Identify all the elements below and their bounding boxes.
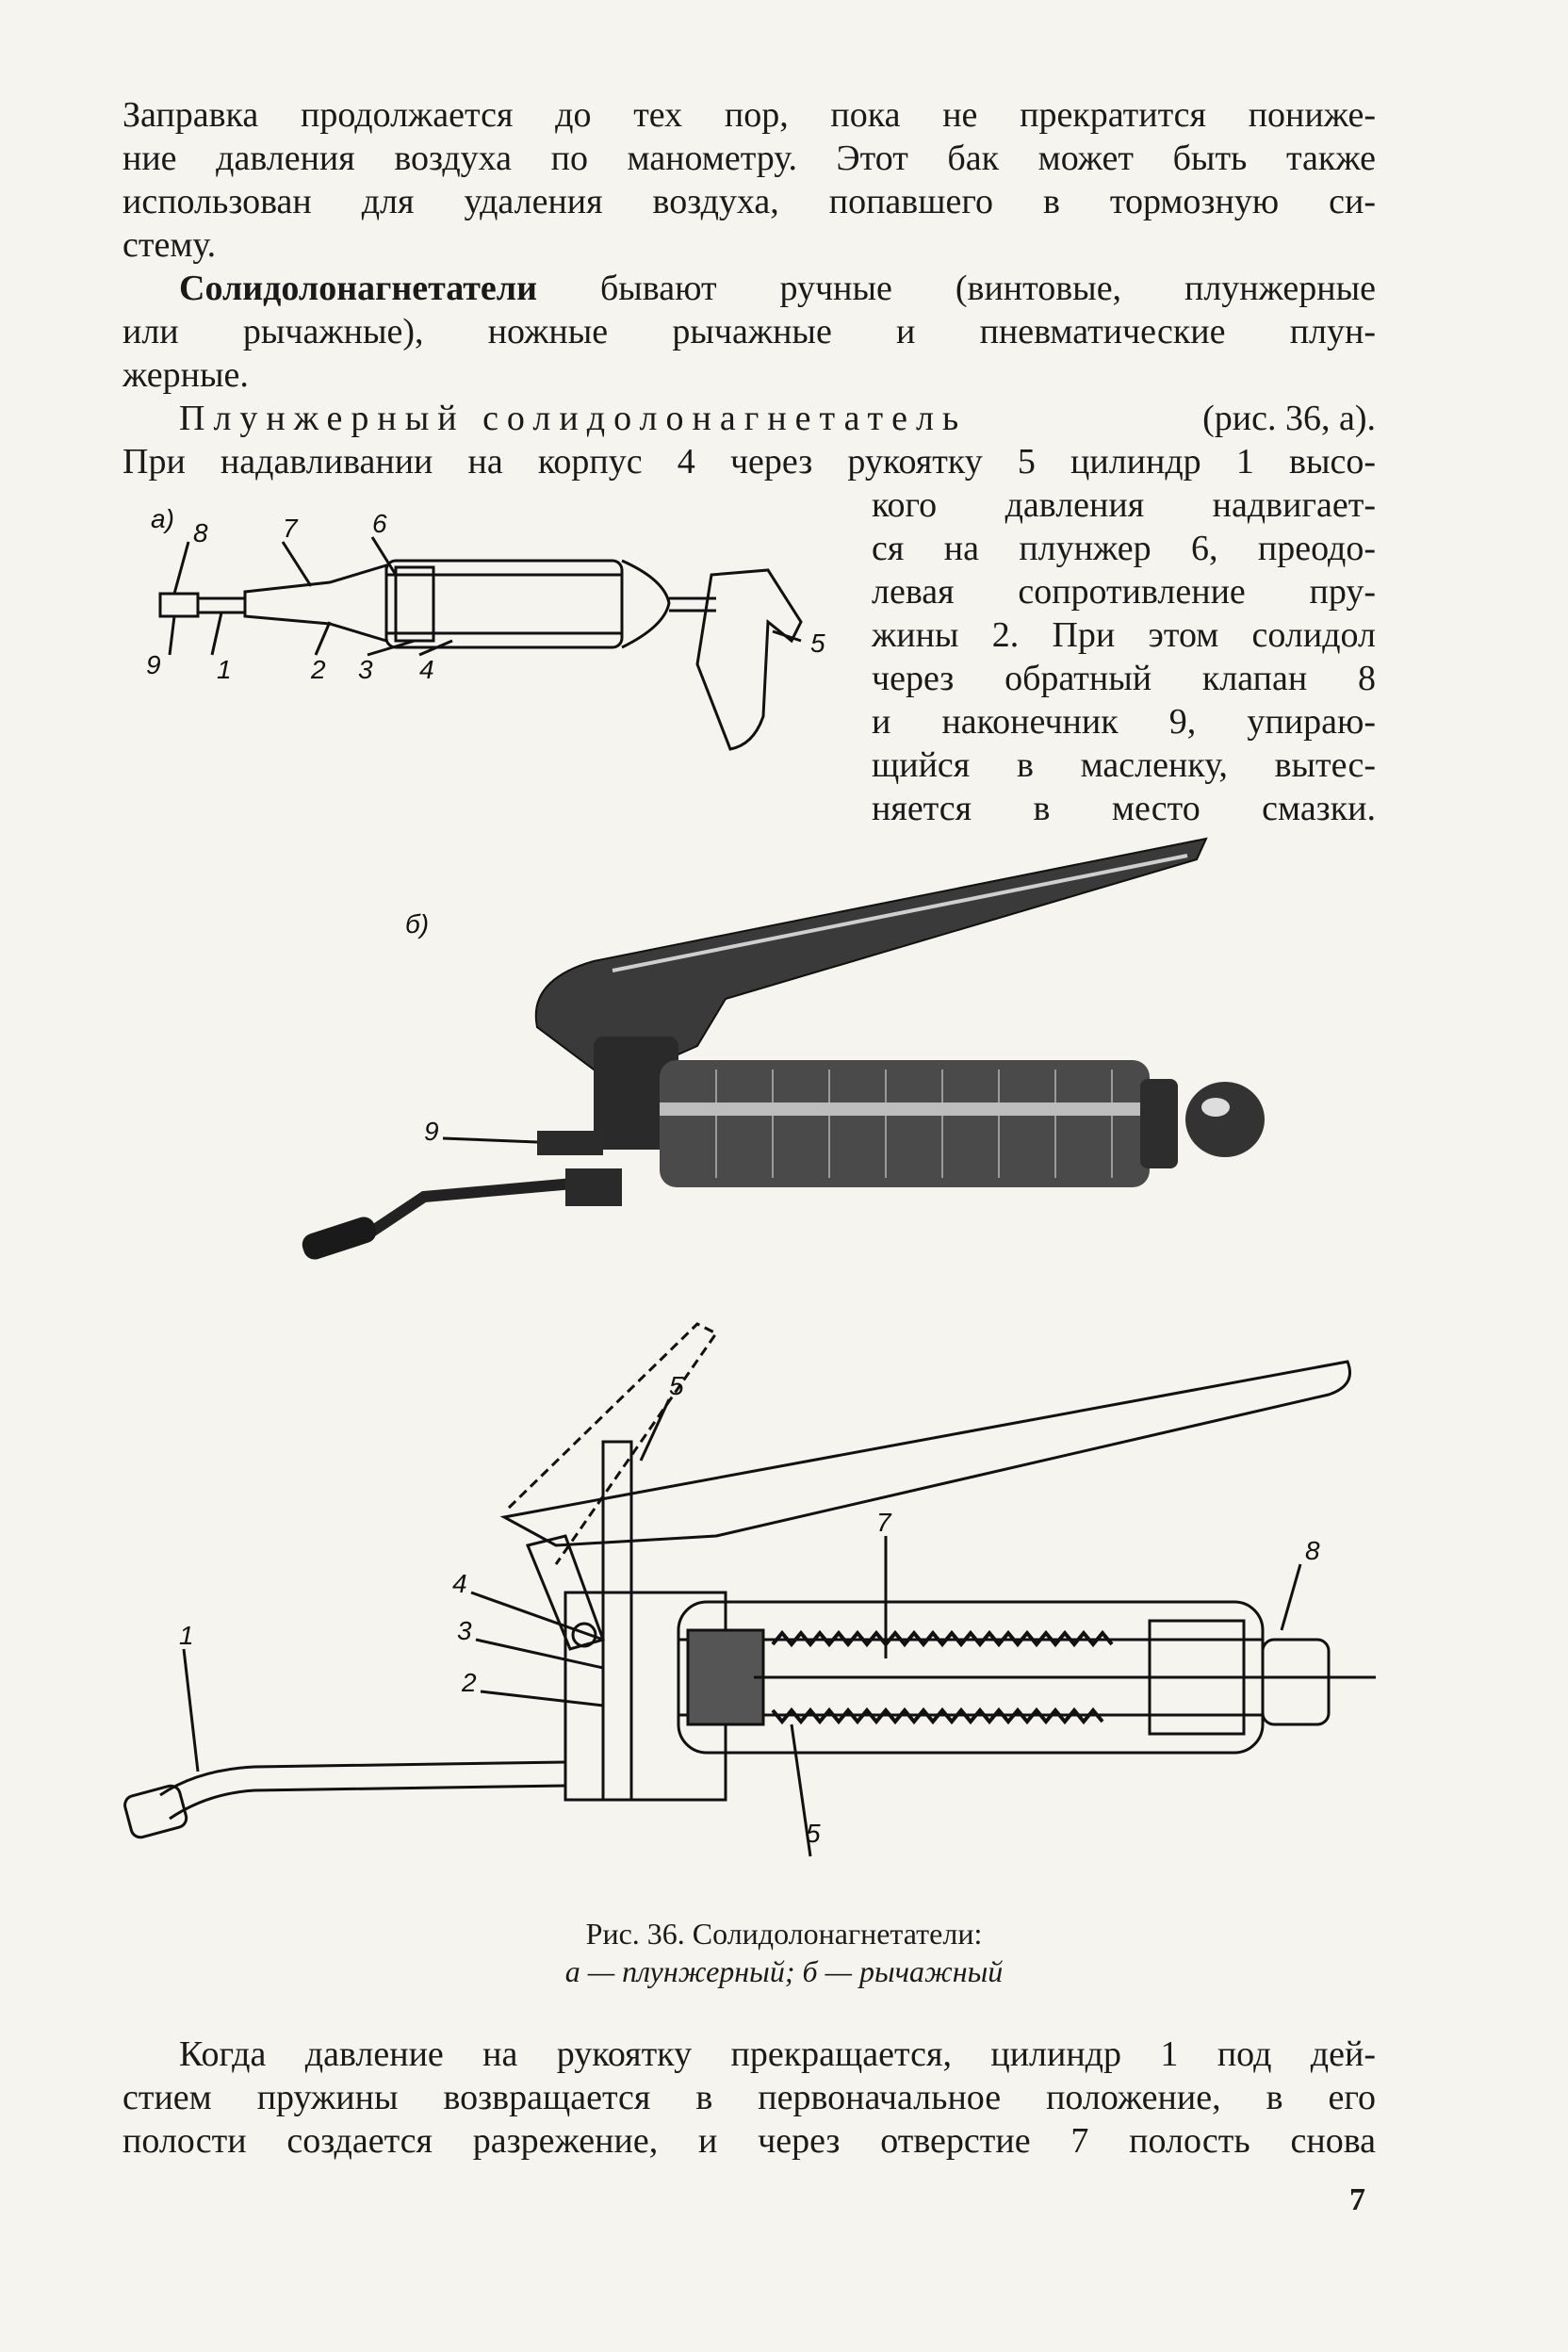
text-line: Солидолонагнетатели бывают ручные (винто… xyxy=(179,268,1376,309)
page-number: 7 xyxy=(1349,2182,1365,2217)
figure-caption-line2: а — плунжерный; б — рычажный xyxy=(564,1954,1004,1988)
part-label: 2 xyxy=(310,655,326,684)
part-label: 3 xyxy=(457,1616,472,1645)
text-line: стием пружины возвращается в первоначаль… xyxy=(122,2078,1376,2117)
text-line: няется в место смазки. xyxy=(872,789,1376,828)
part-label: 9 xyxy=(424,1117,439,1146)
figure-caption-line1: Рис. 36. Солидолонагнетатели: xyxy=(585,1917,983,1951)
panel-label-b: б) xyxy=(405,909,429,939)
text-line: Плунжерный солидолонагнетатель (рис. 36,… xyxy=(179,398,1376,439)
part-label: 9 xyxy=(146,650,161,679)
part-label: 1 xyxy=(179,1621,194,1650)
text-line: ние давления воздуха по манометру. Этот … xyxy=(122,139,1376,178)
part-label: 7 xyxy=(876,1508,892,1537)
text-line: кого давления надвигает- xyxy=(872,485,1376,525)
part-label: 7 xyxy=(283,514,299,543)
text-span: бывают ручные (винтовые, плунжерные xyxy=(537,269,1376,308)
figure-ref: (рис. 36, а). xyxy=(1202,399,1376,438)
text-line: использован для удаления воздуха, попавш… xyxy=(122,182,1376,221)
panel-label-a: а) xyxy=(151,504,174,533)
text-line: и наконечник 9, упираю- xyxy=(872,702,1376,742)
part-label: 5 xyxy=(810,629,825,658)
text-line: стему. xyxy=(122,225,217,265)
text-line: через обратный клапан 8 xyxy=(872,659,1376,698)
figure-b-lever-gun-photo: б) 9 xyxy=(302,837,1265,1260)
part-label: 3 xyxy=(358,655,373,684)
part-label: 2 xyxy=(461,1668,477,1697)
part-label: 6 xyxy=(372,509,387,538)
part-label: 4 xyxy=(419,655,434,684)
part-label: 1 xyxy=(217,655,232,684)
text-line: Заправка продолжается до тех пор, пока н… xyxy=(122,95,1376,135)
text-line: щийся в масленку, вытес- xyxy=(872,745,1376,785)
part-label: 4 xyxy=(452,1569,467,1598)
part-label: 8 xyxy=(193,518,208,547)
figure-b-lever-gun-section: 5 7 8 4 3 2 1 5 xyxy=(123,1322,1376,1857)
part-label: 8 xyxy=(1305,1536,1320,1565)
part-label: 5 xyxy=(669,1371,684,1400)
text-line: ся на плунжер 6, преодо- xyxy=(872,529,1376,568)
figure-a-plunger-gun: а) 8 7 6 9 1 2 3 4 5 xyxy=(146,504,825,751)
text-line: При надавливании на корпус 4 через рукоя… xyxy=(122,442,1376,482)
part-label: 5 xyxy=(806,1819,821,1848)
section-heading-spaced: Плунжерный солидолонагнетатель xyxy=(179,399,968,438)
text-line: левая сопротивление пру- xyxy=(872,572,1376,612)
text-line: жины 2. При этом солидол xyxy=(872,615,1376,655)
text-line: или рычажные), ножные рычажные и пневмат… xyxy=(122,312,1376,351)
text-line: Когда давление на рукоятку прекращается,… xyxy=(179,2034,1376,2074)
text-line: жерные. xyxy=(122,355,249,395)
term-bold: Солидолонагнетатели xyxy=(179,269,537,308)
text-line: полости создается разрежение, и через от… xyxy=(122,2121,1376,2161)
